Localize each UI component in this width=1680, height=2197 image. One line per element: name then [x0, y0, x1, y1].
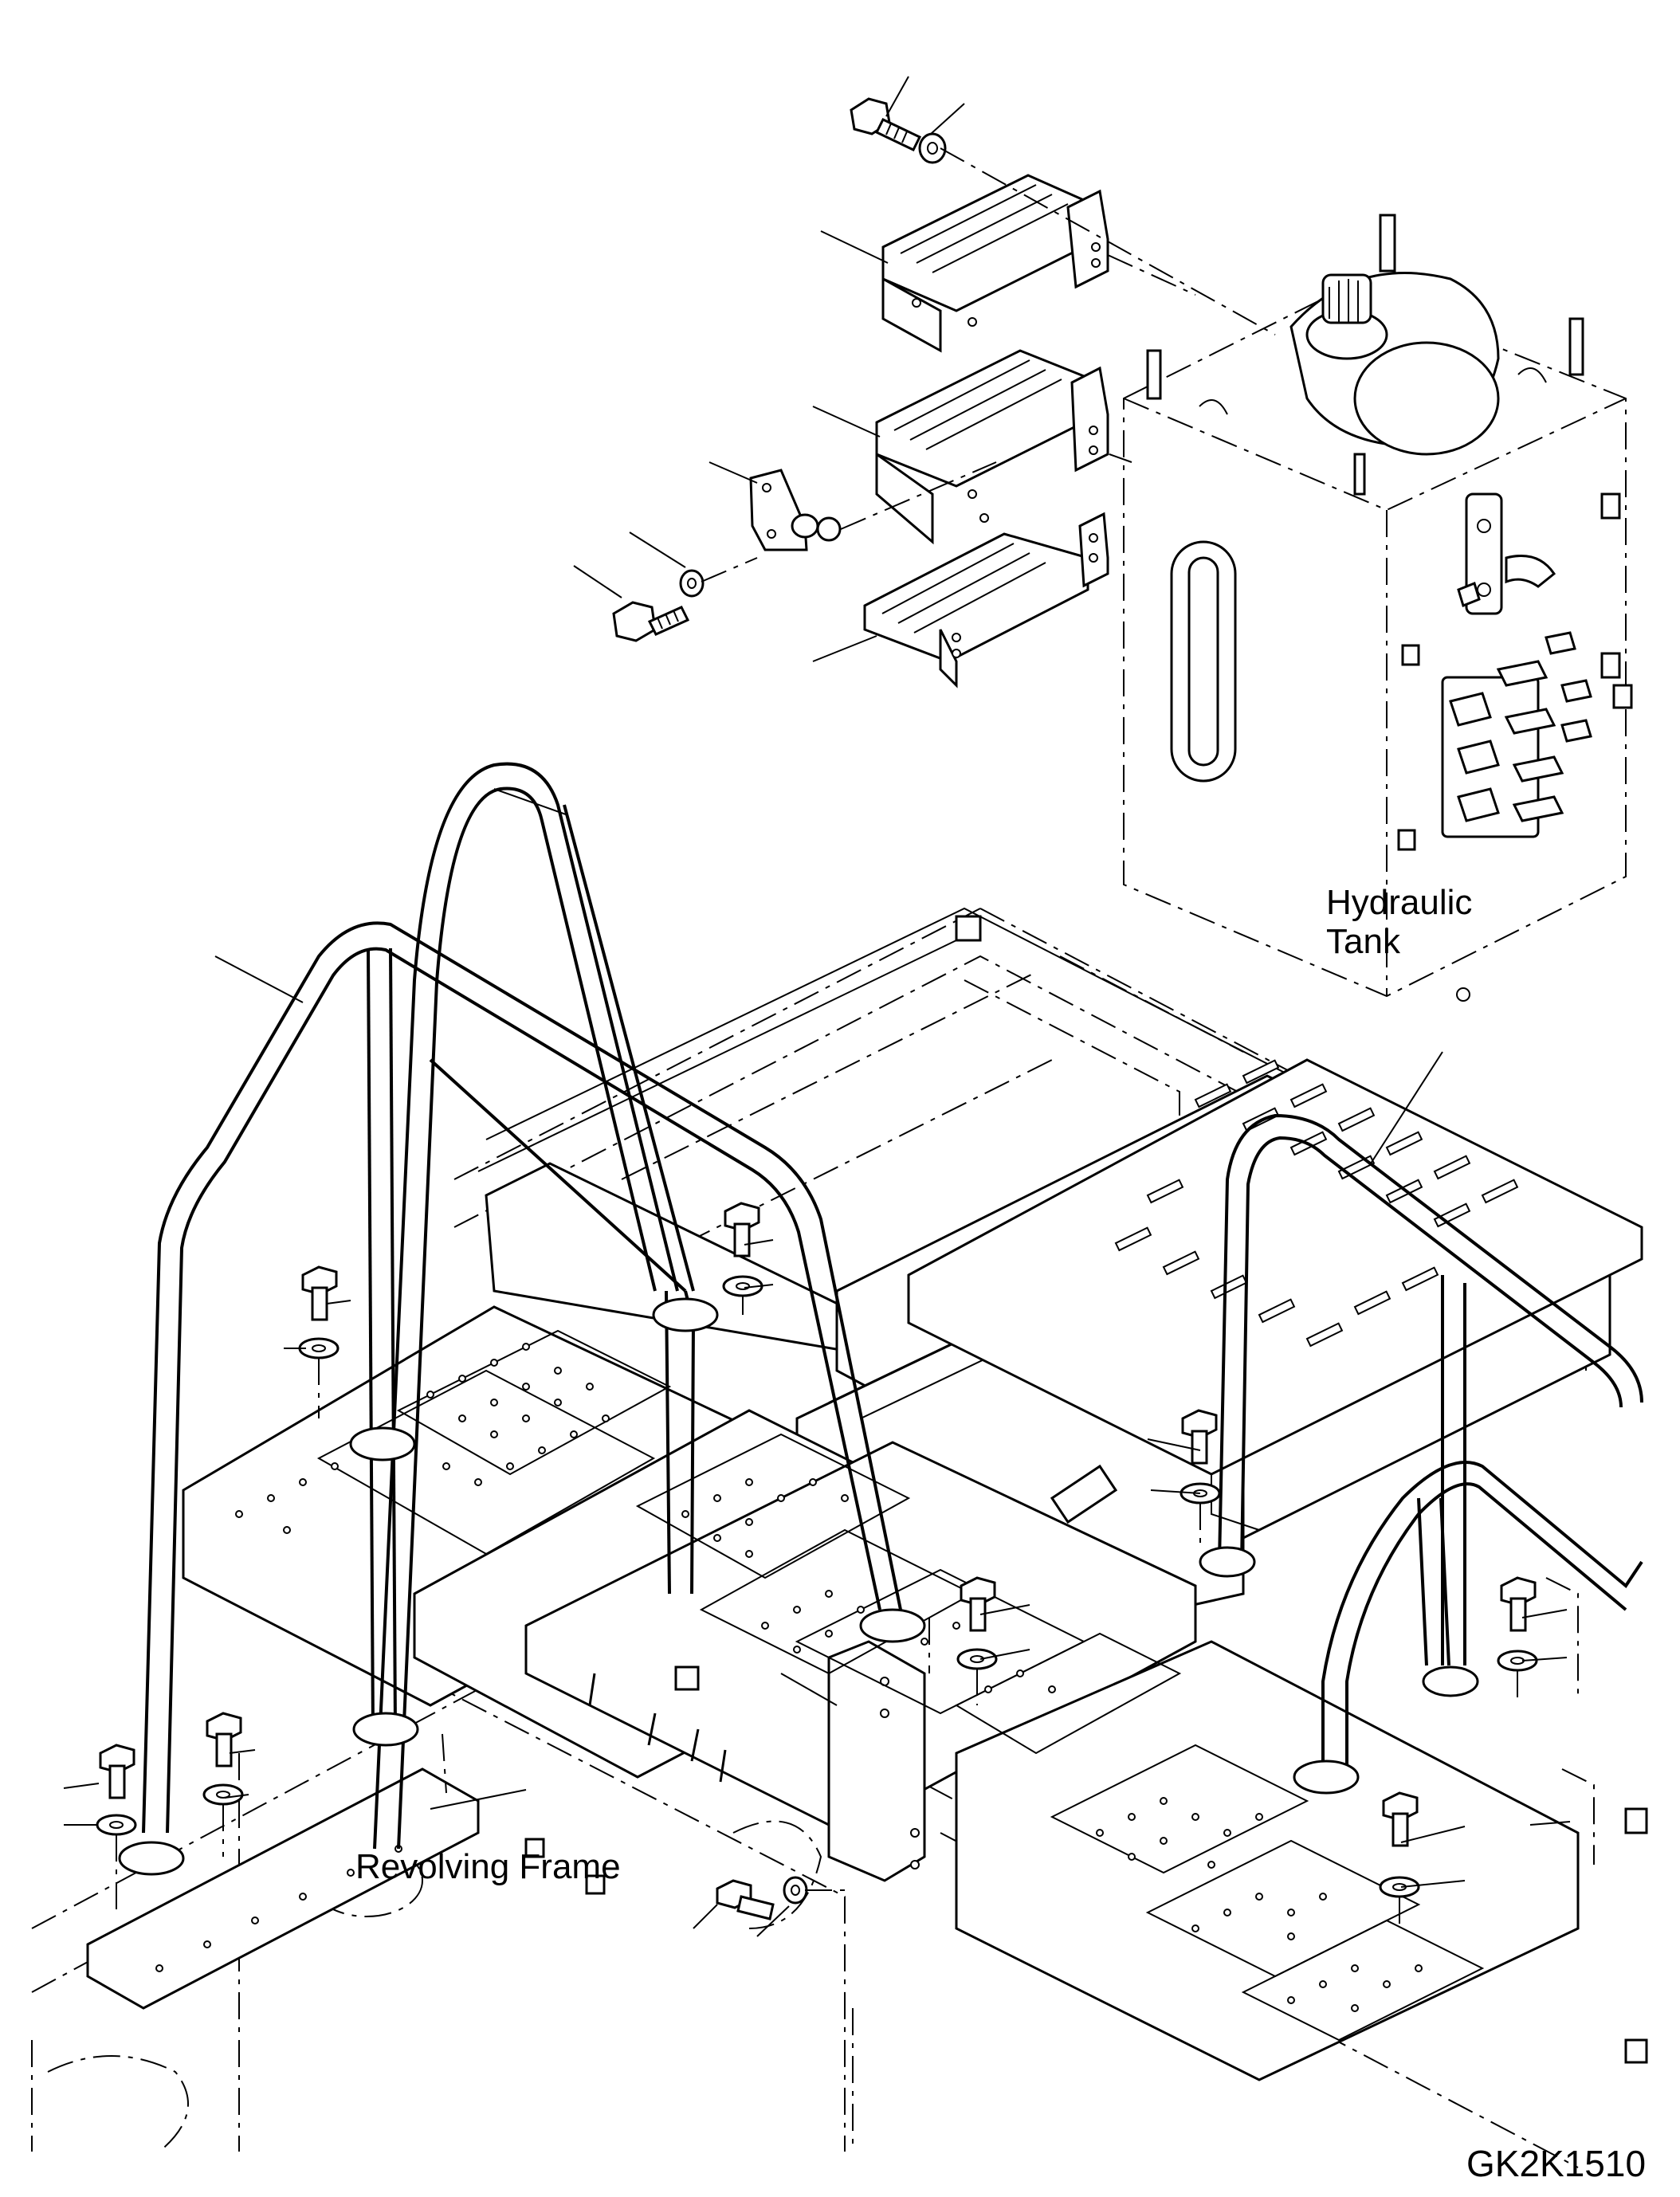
engine-cover [907, 1058, 1643, 1531]
leader-lines [63, 76, 1571, 1937]
handrail-foot-plates [118, 1297, 1479, 1876]
step-washer-lower [679, 569, 705, 598]
step-bolt-lower [612, 601, 690, 642]
hydraulic-tank-label-line1: Hydraulic [1326, 883, 1473, 922]
handrail-tall [373, 762, 695, 1850]
deck-plate-holes [155, 1343, 1423, 2012]
step-middle [875, 349, 1109, 545]
main-deck-plates [86, 907, 1611, 2081]
step-lower [863, 512, 1109, 689]
step-upper [881, 174, 1109, 353]
drawing-code-label: GK2K1510 [1466, 2143, 1647, 2184]
hydraulic-tank [1123, 214, 1633, 1002]
deck-bolts [99, 1202, 1537, 1920]
step-bolt-top [850, 97, 922, 151]
handrail-lower-right [1321, 1461, 1643, 1777]
revolving-frame-label: Revolving Frame [355, 1847, 621, 1886]
step-bracket [749, 469, 842, 551]
handrail-large [142, 921, 902, 1834]
hydraulic-tank-label: Hydraulic Tank [1326, 883, 1472, 962]
hydraulic-tank-label-line2: Tank [1326, 922, 1400, 962]
handrail-right [1218, 1113, 1643, 1665]
step-washer-top [918, 132, 947, 164]
